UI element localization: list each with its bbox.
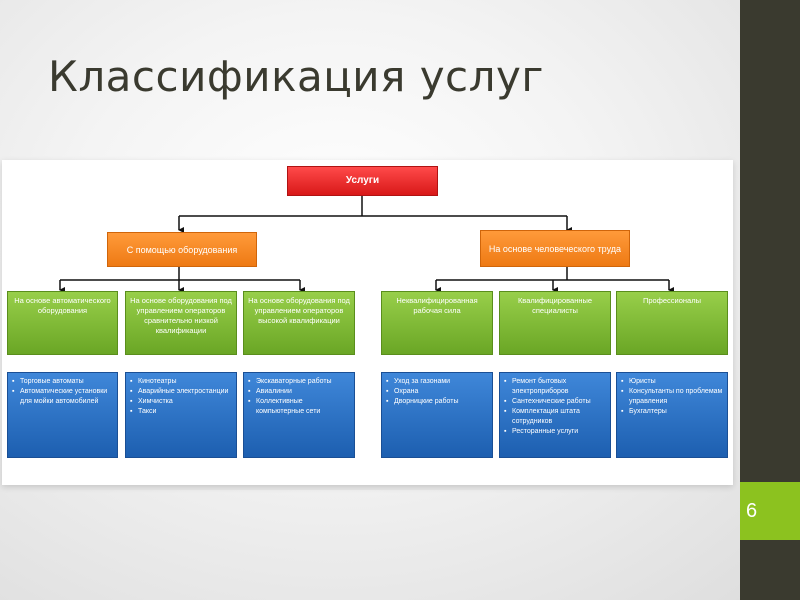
root-node: Услуги xyxy=(287,166,438,196)
panel-shadow xyxy=(8,480,720,490)
diagram-panel: Услуги С помощью оборудования На основе … xyxy=(2,160,733,485)
example-item: Уход за газонами xyxy=(386,377,459,387)
examples-automatic-equipment: Торговые автоматы Автоматические установ… xyxy=(7,372,118,458)
example-item: Аварийные электростанции xyxy=(130,387,228,397)
example-item: Бухгалтеры xyxy=(621,407,723,417)
connector-lines xyxy=(59,196,674,293)
example-item: Экскаваторные работы xyxy=(248,377,350,387)
example-item: Ресторанные услуги xyxy=(504,427,606,437)
group-unskilled-labor: Неквалифицированная рабочая сила xyxy=(381,291,493,355)
group-label: На основе оборудования под управлением о… xyxy=(130,296,232,335)
group-label: Квалифицированные специалисты xyxy=(517,296,593,315)
example-item: Химчистка xyxy=(130,397,228,407)
example-item: Сантехнические работы xyxy=(504,397,606,407)
group-high-skill-operators: На основе оборудования под управлением о… xyxy=(243,291,355,355)
examples-unskilled-labor: Уход за газонами Охрана Дворницкие работ… xyxy=(381,372,493,458)
examples-skilled-specialists: Ремонт бытовых электроприборов Сантехнич… xyxy=(499,372,611,458)
group-low-skill-operators: На основе оборудования под управлением о… xyxy=(125,291,237,355)
group-label: Профессионалы xyxy=(642,296,701,305)
group-label: На основе оборудования под управлением о… xyxy=(248,296,350,325)
slide-title: Классификация услуг xyxy=(48,52,544,101)
example-item: Такси xyxy=(130,407,228,417)
group-skilled-specialists: Квалифицированные специалисты xyxy=(499,291,611,355)
branch-human-labor: На основе человеческого труда xyxy=(480,230,630,267)
example-item: Автоматические установки для мойки автом… xyxy=(12,387,113,407)
example-item: Консультанты по проблемам управления xyxy=(621,387,723,407)
example-item: Комплектация штата сотрудников xyxy=(504,407,606,427)
examples-professionals: Юристы Консультанты по проблемам управле… xyxy=(616,372,728,458)
branch-equipment: С помощью оборудования xyxy=(107,232,257,267)
page-number: 6 xyxy=(740,482,800,540)
example-item: Дворницкие работы xyxy=(386,397,458,407)
branch-label: На основе человеческого труда xyxy=(488,243,622,254)
example-item: Охрана xyxy=(386,387,459,397)
example-item: Кинотеатры xyxy=(130,377,228,387)
example-item: Торговые автоматы xyxy=(12,377,113,387)
examples-high-skill-operators: Экскаваторные работы Авиалинии Коллектив… xyxy=(243,372,355,458)
example-item: Авиалинии xyxy=(248,387,350,397)
group-label: На основе автоматического оборудования xyxy=(14,296,111,315)
group-automatic-equipment: На основе автоматического оборудования xyxy=(7,291,118,355)
example-item: Коллективные компьютерные сети xyxy=(248,397,350,417)
group-label: Неквалифицированная рабочая сила xyxy=(396,296,478,315)
branch-label: С помощью оборудования xyxy=(126,244,238,255)
examples-low-skill-operators: Кинотеатры Аварийные электростанции Химч… xyxy=(125,372,237,458)
root-label: Услуги xyxy=(345,175,380,186)
example-item: Юристы xyxy=(621,377,723,387)
group-professionals: Профессионалы xyxy=(616,291,728,355)
example-item: Ремонт бытовых электроприборов xyxy=(504,377,606,397)
